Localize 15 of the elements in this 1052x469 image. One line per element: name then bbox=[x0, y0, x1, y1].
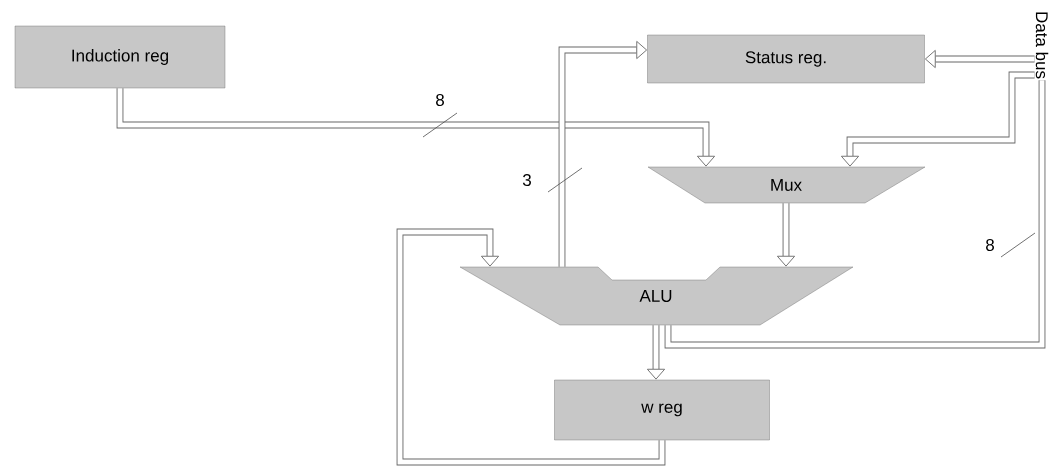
register-box: Induction reg bbox=[14, 25, 226, 89]
edge-label: 8 bbox=[434, 93, 446, 107]
bus-arrow bbox=[558, 40, 648, 267]
edge-label: 3 bbox=[521, 173, 533, 187]
bus-arrow bbox=[116, 88, 716, 167]
bus-arrow bbox=[396, 228, 666, 466]
register-box: Status reg. bbox=[647, 34, 925, 84]
bus-arrow bbox=[776, 203, 796, 267]
bus-arrow bbox=[924, 49, 1035, 69]
register-box: w reg bbox=[554, 379, 770, 441]
bus-arrow bbox=[646, 325, 666, 380]
edge-label: 8 bbox=[984, 238, 996, 252]
mux-trapezoid: Mux bbox=[647, 166, 926, 204]
bus-label: Data bus bbox=[1035, 12, 1049, 79]
bus-arrow bbox=[840, 71, 1035, 167]
